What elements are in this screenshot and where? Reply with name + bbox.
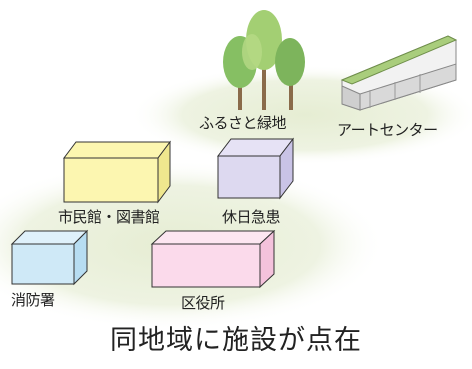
label-fire-station: 消防署: [11, 291, 55, 309]
tree-icon: [223, 10, 305, 110]
diagram-caption: 同地域に施設が点在: [110, 325, 362, 356]
art-center-building-icon: [340, 35, 458, 111]
civic-library-box: [63, 140, 171, 204]
label-ward-office: 区役所: [181, 294, 225, 312]
ward-office-box: [150, 229, 276, 289]
holiday-clinic-box: [216, 137, 295, 200]
label-civic-library: 市民館・図書館: [58, 208, 160, 226]
label-art-center: アートセンター: [337, 121, 438, 139]
fire-station-box: [10, 229, 89, 286]
label-furusato-green: ふるさと緑地: [199, 114, 287, 132]
label-holiday-clinic: 休日急患: [222, 208, 281, 226]
